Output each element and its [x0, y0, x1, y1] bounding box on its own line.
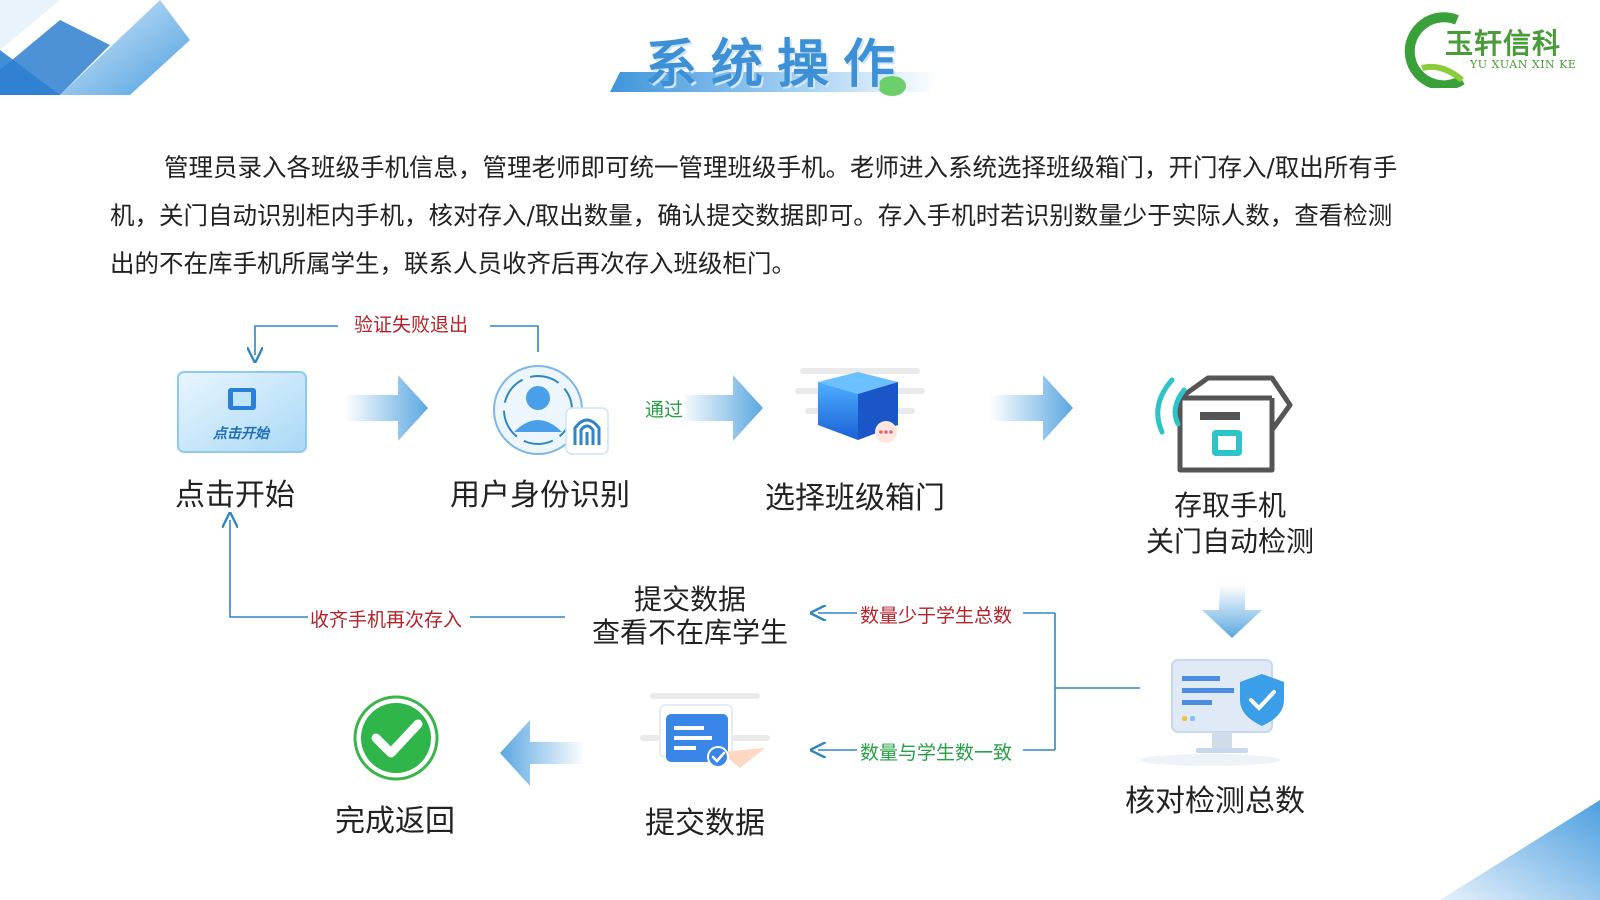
start-tile-caption: 点击开始 — [213, 426, 269, 442]
title-band — [610, 72, 940, 96]
check-circle-icon — [353, 695, 439, 781]
node-done: 完成返回 — [335, 804, 455, 839]
connector-recollect — [230, 520, 565, 618]
page-title: 系统操作 — [645, 35, 910, 95]
arrow-identity-to-select — [680, 375, 763, 441]
document-check-icon — [640, 693, 770, 768]
logo-text: 玉轩信科 — [1445, 27, 1562, 60]
node-submit-check-line2: 查看不在库学生 — [591, 616, 788, 649]
corner-decoration-top-left — [0, 0, 190, 95]
arrow-store-to-verify — [1202, 585, 1262, 638]
monitor-shield-icon — [1140, 659, 1284, 766]
arrow-submit-to-done — [500, 720, 585, 786]
edge-label-fail-exit: 验证失败退出 — [352, 310, 471, 337]
node-identity: 用户身份识别 — [450, 478, 630, 513]
node-select-door: 选择班级箱门 — [765, 481, 945, 516]
intro-paragraph: 管理员录入各班级手机信息，管理老师即可统一管理班级手机。老师进入系统选择班级箱门… — [110, 153, 1398, 278]
logo-subtitle: YU XUAN XIN KE — [1470, 58, 1577, 71]
edge-label-fewer: 数量少于学生总数 — [858, 601, 1015, 628]
face-fingerprint-icon — [493, 365, 609, 455]
node-store-line2: 关门自动检测 — [1145, 525, 1314, 558]
node-start: 点击开始 — [175, 478, 295, 513]
company-logo-icon — [1404, 12, 1465, 88]
node-submit: 提交数据 — [645, 806, 765, 841]
blue-box-icon — [795, 368, 925, 443]
edge-label-pass: 通过 — [643, 395, 686, 422]
arrow-start-to-identity — [345, 375, 428, 441]
connector-verify-branches — [818, 613, 1140, 750]
connector-fail-exit — [255, 325, 539, 355]
corner-decoration-bottom-right — [1440, 800, 1600, 900]
edge-label-match: 数量与学生数一致 — [858, 738, 1015, 765]
start-tile-icon — [177, 371, 307, 453]
node-submit-check-line1: 提交数据 — [633, 583, 746, 616]
arrow-select-to-store — [990, 375, 1073, 441]
smart-box-icon — [1155, 375, 1293, 473]
node-verify: 核对检测总数 — [1125, 784, 1305, 819]
edge-label-recollect: 收齐手机再次存入 — [308, 605, 465, 632]
node-store-line1: 存取手机 — [1173, 489, 1286, 522]
